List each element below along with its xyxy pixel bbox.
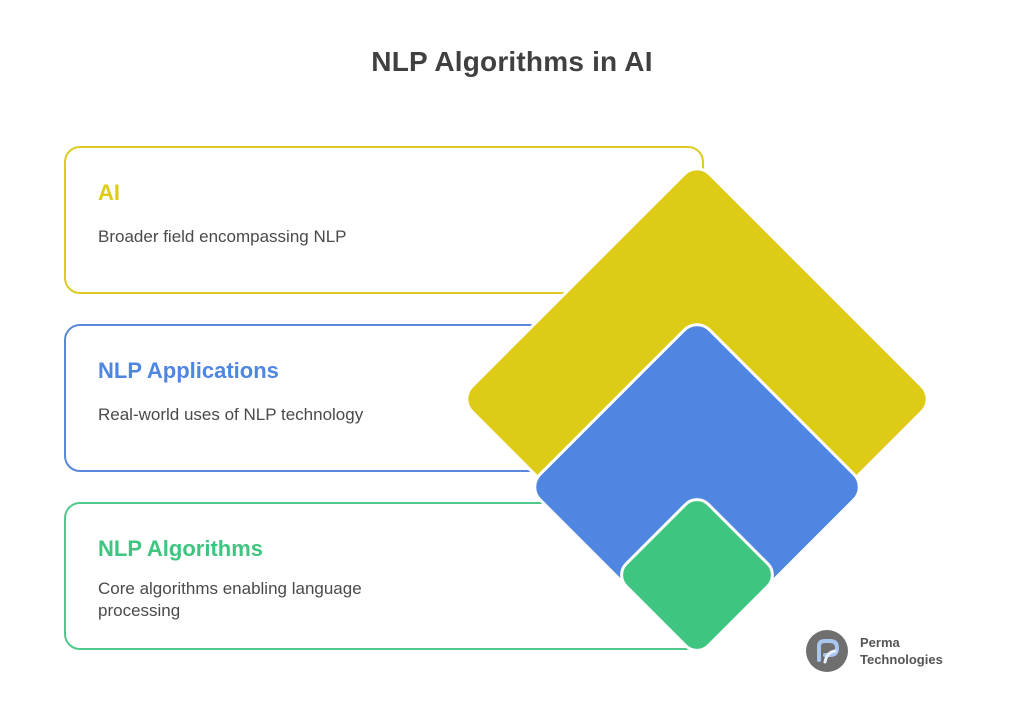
diagram-title: NLP Algorithms in AI bbox=[371, 46, 653, 77]
card-nlp-algorithms-title: NLP Algorithms bbox=[98, 536, 264, 561]
brand-name: Perma Technologies bbox=[860, 634, 943, 668]
brand-name-line2: Technologies bbox=[860, 652, 943, 667]
diamond-nlp-applications bbox=[533, 323, 861, 651]
card-ai-title: AI bbox=[98, 180, 120, 205]
card-ai-description: Broader field encompassing NLP bbox=[98, 227, 347, 246]
diamond-nlp-algorithms bbox=[620, 498, 774, 652]
card-nlp-applications-description: Real-world uses of NLP technology bbox=[98, 405, 364, 424]
card-nlp-algorithms-description: Core algorithms enabling language proces… bbox=[98, 579, 362, 620]
card-nlp-applications-title: NLP Applications bbox=[98, 358, 279, 383]
perma-logo-icon bbox=[806, 630, 848, 672]
brand-name-line1: Perma bbox=[860, 635, 900, 650]
brand-logo: Perma Technologies bbox=[806, 630, 966, 674]
